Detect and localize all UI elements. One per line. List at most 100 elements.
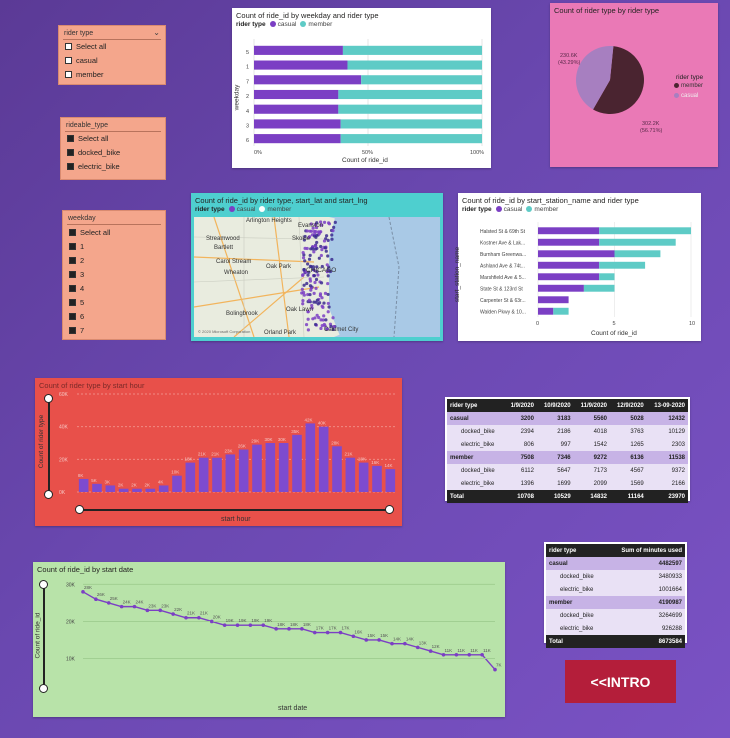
map-point — [330, 233, 334, 237]
slicer-option-4[interactable]: 4 — [69, 284, 84, 293]
y-slider-handle-bottom[interactable] — [44, 490, 53, 499]
slicer-option-7[interactable]: 7 — [69, 326, 84, 335]
y-range-slider[interactable] — [43, 584, 45, 689]
column-header[interactable]: rider type — [549, 547, 577, 554]
data-label: 2K — [131, 483, 137, 488]
column-header[interactable]: 11/9/2020 — [580, 402, 608, 409]
bar-casual — [254, 134, 341, 144]
slicer-option-docked-bike[interactable]: docked_bike — [67, 148, 120, 157]
slicer-option-casual[interactable]: casual — [65, 56, 98, 65]
data-label: 29K — [251, 439, 259, 444]
data-label: 28K — [331, 440, 339, 445]
checkbox[interactable] — [69, 285, 76, 292]
x-slider-handle-left[interactable] — [75, 505, 84, 514]
checkbox[interactable] — [69, 299, 76, 306]
map-point — [322, 220, 327, 224]
checkbox[interactable] — [65, 43, 72, 50]
checkbox[interactable] — [65, 57, 72, 64]
slicer-option-select-all[interactable]: Select all — [65, 42, 106, 51]
map-point — [324, 234, 329, 238]
column-header[interactable]: 10/9/2020 — [543, 402, 571, 409]
bar — [345, 457, 356, 492]
slicer-option-3[interactable]: 3 — [69, 270, 84, 279]
pie-slice-member — [593, 46, 644, 114]
weekday-chart[interactable]: Count of ride_id by weekday and rider ty… — [232, 8, 491, 168]
row-label: electric_bike — [461, 480, 495, 487]
checkbox[interactable] — [69, 327, 76, 334]
checkbox[interactable] — [69, 313, 76, 320]
map-area[interactable]: Arlington Heights Evanston Streamwood Ba… — [194, 217, 440, 337]
slicer-option-5[interactable]: 5 — [69, 298, 84, 307]
slicer-option-1[interactable]: 1 — [69, 242, 84, 251]
slicer-option-select-all[interactable]: Select all — [69, 228, 110, 237]
column-header[interactable]: Sum of minutes used — [621, 547, 682, 554]
checkbox[interactable] — [69, 243, 76, 250]
map-point — [308, 253, 312, 257]
bar-member — [338, 104, 482, 114]
map-point — [301, 256, 306, 260]
chevron-down-icon[interactable]: ⌄ — [153, 28, 160, 37]
checkbox[interactable] — [67, 163, 74, 170]
pivot-table[interactable]: rider type 1/9/2020 10/9/2020 11/9/2020 12/9… — [445, 397, 690, 503]
checkbox[interactable] — [69, 271, 76, 278]
column-header[interactable]: 1/9/2020 — [510, 402, 534, 409]
slicer-option-2[interactable]: 2 — [69, 256, 84, 265]
data-label: 23K — [148, 603, 156, 608]
bar-casual — [254, 119, 341, 129]
map-point — [311, 245, 315, 249]
checkbox[interactable] — [67, 149, 74, 156]
checkbox[interactable] — [65, 71, 72, 78]
slicer-option-member[interactable]: member — [65, 70, 104, 79]
y-slider-handle-bottom[interactable] — [39, 684, 48, 693]
checkbox[interactable] — [69, 257, 76, 264]
column-header[interactable]: rider type — [450, 402, 478, 409]
map-chart[interactable]: Count of ride_id by rider type, start_la… — [191, 193, 443, 341]
table-cell: 997 — [560, 441, 571, 448]
data-label: 25K — [110, 596, 118, 601]
data-label: 7K — [496, 663, 502, 668]
bar — [158, 485, 169, 492]
map-label: Carol Stream — [216, 259, 252, 265]
slicer-option-electric-bike[interactable]: electric_bike — [67, 162, 120, 171]
checkbox[interactable] — [69, 229, 76, 236]
intro-button[interactable]: <<INTRO — [565, 660, 676, 703]
column-header[interactable]: 12/9/2020 — [617, 402, 644, 409]
y-range-slider[interactable] — [48, 398, 50, 494]
tick-label: 50% — [362, 150, 373, 156]
y-slider-handle-top[interactable] — [44, 394, 53, 403]
row-label: docked_bike — [461, 467, 495, 474]
data-point — [454, 652, 459, 657]
slicer-option-select-all[interactable]: Select all — [67, 134, 108, 143]
y-axis-label: Count of rider type — [38, 414, 46, 469]
map-point — [315, 270, 319, 274]
data-label: 16K — [354, 629, 362, 634]
map-point — [311, 267, 315, 272]
map-point — [309, 229, 314, 233]
station-chart[interactable]: Count of ride_id by start_station_name a… — [454, 193, 701, 341]
checkbox[interactable] — [67, 135, 74, 142]
pie-chart[interactable]: Count of rider type by rider type 230.6K… — [550, 3, 718, 167]
column-header[interactable]: 13-09-2020 — [654, 402, 685, 409]
x-slider-handle-right[interactable] — [385, 505, 394, 514]
y-slider-handle-top[interactable] — [39, 580, 48, 589]
map-point — [319, 326, 323, 331]
x-range-slider[interactable] — [79, 509, 389, 511]
slicer-option-6[interactable]: 6 — [69, 312, 84, 321]
